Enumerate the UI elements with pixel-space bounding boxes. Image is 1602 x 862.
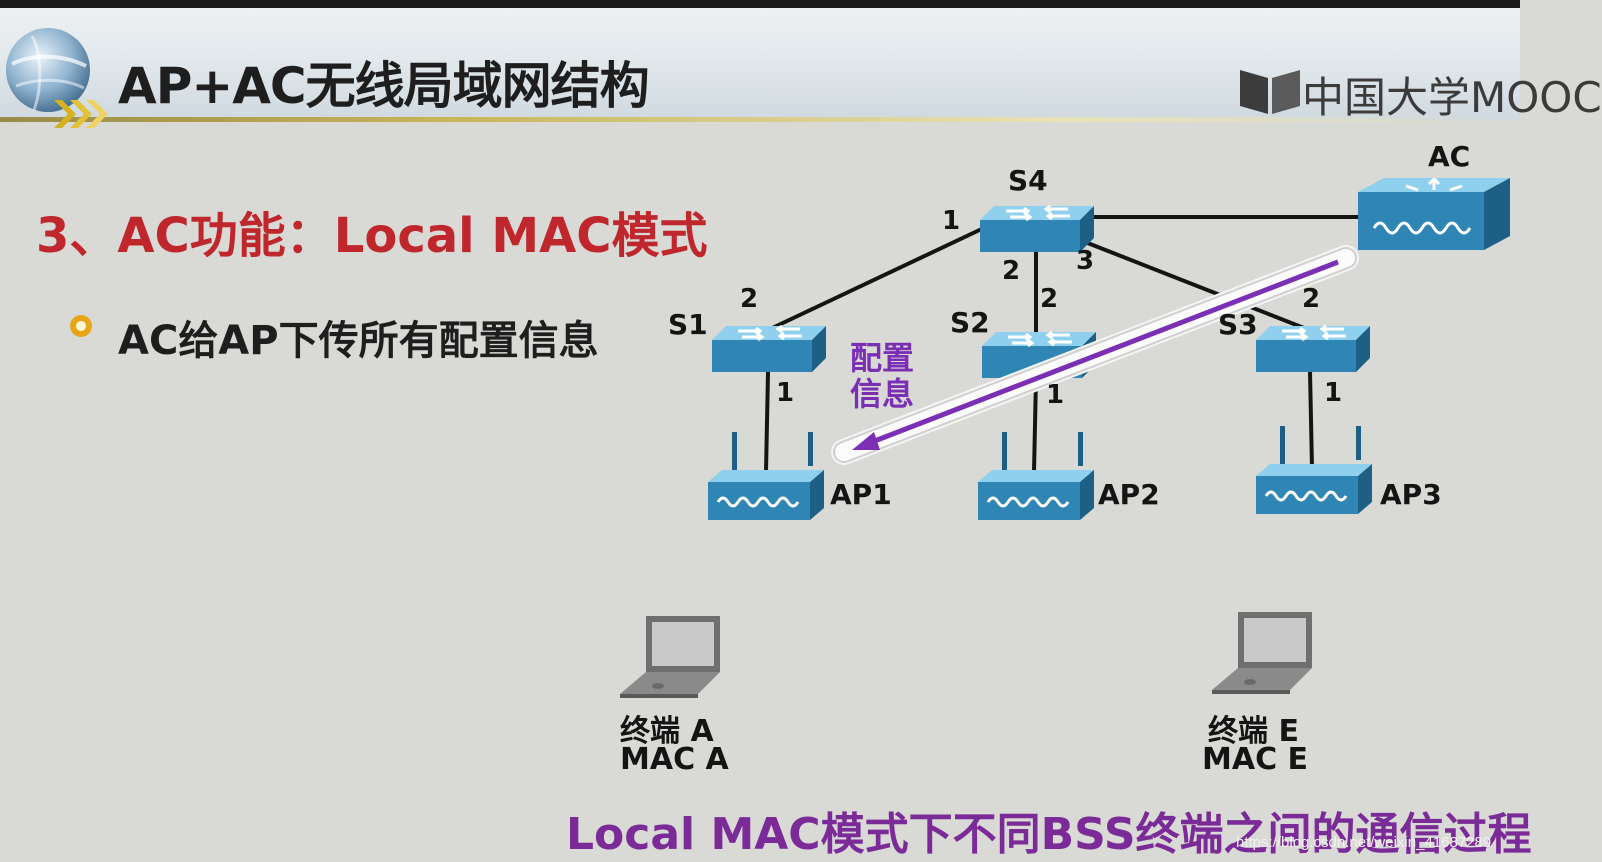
device-label-ac: AC — [1428, 140, 1471, 173]
device-label-s3: S3 — [1218, 308, 1258, 341]
port-label-s4-s1: 1 — [942, 206, 961, 236]
flow-label-line1: 配置 — [850, 339, 915, 377]
link-s4-s3 — [1079, 238, 1305, 330]
top-border — [0, 0, 1520, 8]
slide-caption: Local MAC模式下不同BSS终端之间的通信过程 — [566, 809, 1532, 860]
flow-label-line2: 信息 — [850, 375, 915, 413]
device-label-s4: S4 — [1008, 164, 1048, 197]
device-label-ap2: AP2 — [1098, 478, 1160, 511]
port-label-s2-ap2: 1 — [1046, 380, 1065, 410]
port-label-s1-ap1: 1 — [776, 378, 795, 408]
port-label-s3-s4: 2 — [1302, 284, 1321, 314]
flow-label: 配置 信息 — [850, 340, 914, 412]
port-label-s1-s4: 2 — [740, 284, 759, 314]
bullet-text: AC给AP下传所有配置信息 — [118, 318, 599, 364]
device-label-ap3: AP3 — [1380, 478, 1442, 511]
device-label-s1: S1 — [668, 308, 708, 341]
watermark: https://blog.csdn.net/weixin_41687289 — [1236, 834, 1492, 851]
config-flow-arrow — [852, 259, 1339, 450]
device-label-s2: S2 — [950, 306, 990, 339]
bullet-icon — [70, 315, 92, 337]
link-s2-ap2 — [1032, 377, 1038, 473]
switch-s1 — [712, 324, 826, 374]
terminal-e-mac: MAC E — [1202, 742, 1309, 777]
globe-icon — [6, 28, 90, 112]
header-divider — [0, 117, 1520, 122]
terminal-a-name: 终端 A — [620, 714, 714, 749]
mooc-logo-text: 中国大学MOOC — [1302, 73, 1602, 122]
slide-title: AP+AC无线局域网结构 — [118, 57, 650, 115]
mooc-logo-icon — [1240, 70, 1300, 114]
laptop-terminal-e — [1212, 612, 1312, 694]
terminal-a-mac: MAC A — [620, 742, 729, 777]
link-s4-s1 — [767, 224, 989, 332]
port-label-s4-s3: 3 — [1076, 246, 1095, 276]
port-label-s4-s2: 2 — [1002, 256, 1021, 286]
port-label-s2-s4: 2 — [1040, 284, 1059, 314]
access-point-ap3 — [1256, 426, 1372, 516]
device-label-ap1: AP1 — [830, 478, 892, 511]
terminal-e-name: 终端 E — [1208, 714, 1299, 749]
chevron-right-icon — [54, 100, 108, 128]
section-heading: 3、AC功能：Local MAC模式 — [36, 208, 708, 264]
network-links — [764, 215, 1364, 473]
switch-s3 — [1256, 324, 1370, 374]
laptop-terminal-a — [620, 616, 720, 698]
network-diagram — [620, 178, 1510, 698]
access-controller — [1358, 178, 1510, 252]
link-s3-ap3 — [1308, 371, 1314, 469]
port-label-s3-ap3: 1 — [1324, 378, 1343, 408]
link-s1-ap1 — [764, 371, 770, 473]
